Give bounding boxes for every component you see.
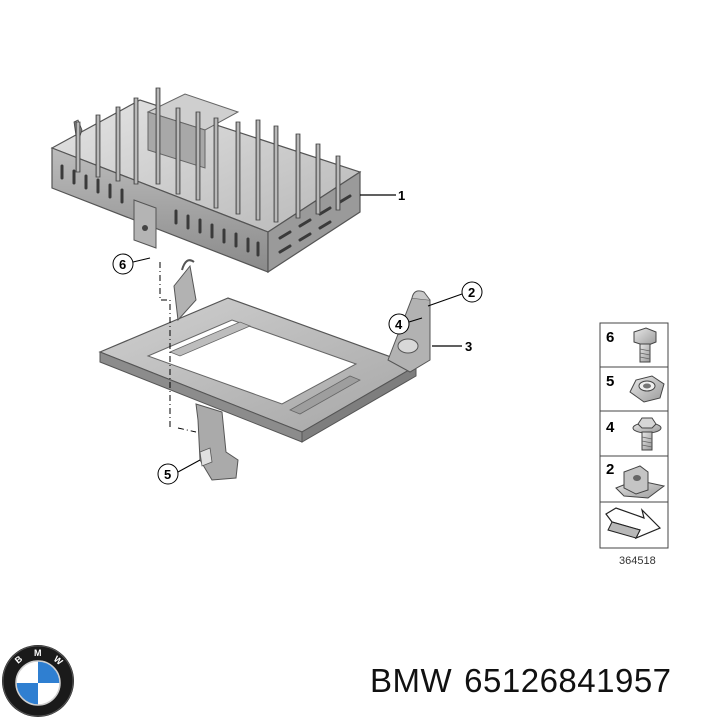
callout-2: 2: [427, 281, 483, 307]
legend-num-5: 5: [606, 373, 614, 390]
hex-nut-icon: [629, 375, 665, 403]
svg-text:6: 6: [119, 257, 126, 272]
svg-text:3: 3: [465, 339, 472, 354]
reference-number: 364518: [619, 555, 656, 567]
caption-part-number: 65126841957: [464, 662, 672, 699]
control-unit: [50, 87, 362, 274]
callout-5: 5: [157, 459, 201, 485]
svg-text:2: 2: [468, 285, 475, 300]
svg-text:4: 4: [395, 317, 403, 332]
svg-text:M: M: [34, 648, 42, 658]
svg-text:B: B: [13, 653, 25, 665]
callout-4: 4: [388, 313, 423, 335]
callout-1: 1: [360, 188, 405, 203]
legend-num-4: 4: [606, 419, 615, 436]
screw-icon: [632, 417, 662, 451]
callout-6: 6: [112, 253, 151, 275]
bolt-icon: [633, 327, 657, 363]
parts-legend: 6 5 4 2: [599, 322, 669, 567]
bmw-logo: B M W: [2, 645, 74, 717]
clip-nut-icon: [615, 465, 666, 499]
legend-num-2: 2: [606, 461, 614, 478]
direction-arrow-icon: [605, 507, 662, 540]
part-caption: BMW 65126841957: [370, 662, 684, 700]
caption-brand: BMW: [370, 662, 453, 699]
svg-text:5: 5: [164, 467, 171, 482]
svg-text:1: 1: [398, 188, 405, 203]
legend-num-6: 6: [606, 329, 614, 346]
mounting-bracket: [98, 259, 431, 481]
assembly-lines: [159, 262, 197, 433]
callout-3: 3: [432, 339, 472, 354]
